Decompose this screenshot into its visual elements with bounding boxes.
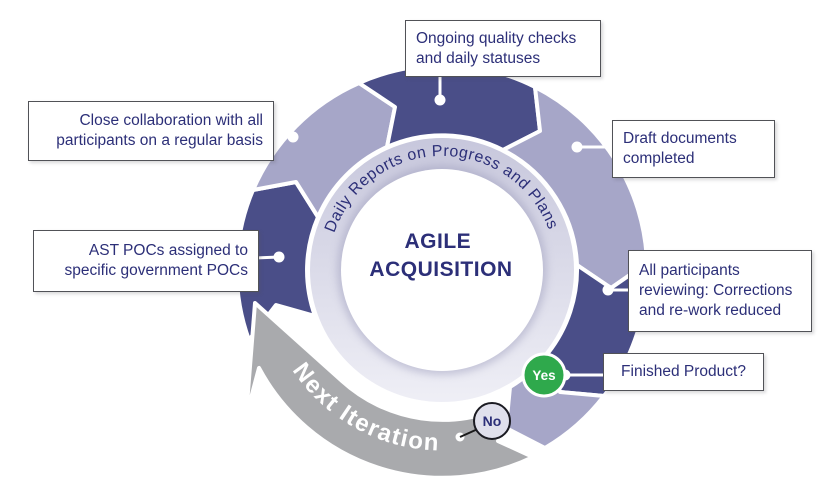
callout-text-line: Finished Product?: [621, 363, 746, 380]
callout-text-line: Ongoing quality checks: [416, 29, 577, 47]
connector-dot: [602, 284, 614, 296]
callout-ast-pocs: AST POCs assigned to specific government…: [33, 230, 259, 292]
callout-text-line: reviewing: Corrections: [639, 282, 793, 299]
callout-text-line: All participants: [639, 262, 740, 279]
yes-label: Yes: [532, 368, 555, 383]
callout-text-line: participants on a regular basis: [56, 132, 263, 149]
no-badge: [473, 402, 511, 440]
no-label: No: [483, 413, 502, 429]
callout-all-participants-reviewing: All participants reviewing: Corrections …: [628, 250, 812, 332]
callout-text-line: specific government POCs: [64, 262, 249, 279]
connector-dot: [434, 94, 446, 106]
connector-dot: [287, 131, 299, 143]
connector-dot: [571, 141, 583, 153]
callout-ongoing-quality-checks: Ongoing quality checks and daily statuse…: [405, 20, 601, 77]
center-hub: [341, 169, 543, 371]
callout-close-collaboration: Close collaboration with all participant…: [28, 101, 274, 161]
callout-text-line: Close collaboration with all: [79, 112, 263, 129]
callout-text-line: AST POCs assigned to: [88, 242, 248, 259]
callout-draft-documents: Draft documents completed: [612, 120, 775, 178]
connector-dot: [273, 251, 285, 263]
center-title: AGILE ACQUISITION: [369, 230, 512, 281]
callout-text-line: Draft documents: [623, 130, 737, 147]
callout-text-line: completed: [623, 150, 695, 167]
callout-finished-product: Finished Product?: [603, 353, 764, 391]
callout-text-line: and re-work reduced: [639, 302, 782, 319]
callout-text-line: and daily statuses: [416, 49, 541, 67]
yes-badge: [521, 352, 567, 398]
